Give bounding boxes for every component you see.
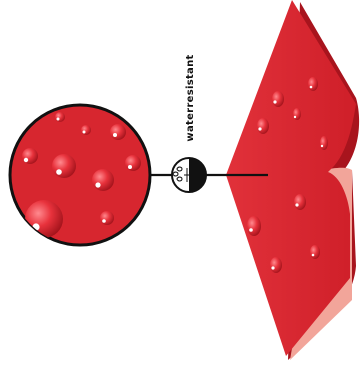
droplet: [52, 154, 76, 178]
fabric-sheet: [226, 0, 359, 360]
droplet: [110, 124, 126, 140]
waterresistant-label: waterresistant: [185, 54, 196, 141]
droplet: [310, 245, 320, 259]
droplet: [22, 148, 38, 164]
droplet: [55, 112, 65, 122]
droplet: [308, 77, 318, 91]
droplet: [125, 155, 141, 171]
water-drops-icon: [172, 158, 206, 192]
droplet: [320, 136, 328, 150]
droplet: [272, 91, 284, 107]
droplet: [100, 211, 114, 225]
droplet: [25, 200, 63, 238]
droplet: [92, 169, 114, 191]
droplet: [247, 216, 261, 236]
droplet: [293, 108, 301, 120]
droplet: [257, 118, 269, 134]
droplet: [294, 194, 306, 210]
magnified-fabric-circle: [10, 105, 150, 245]
droplet: [81, 125, 91, 135]
droplet: [270, 257, 282, 273]
